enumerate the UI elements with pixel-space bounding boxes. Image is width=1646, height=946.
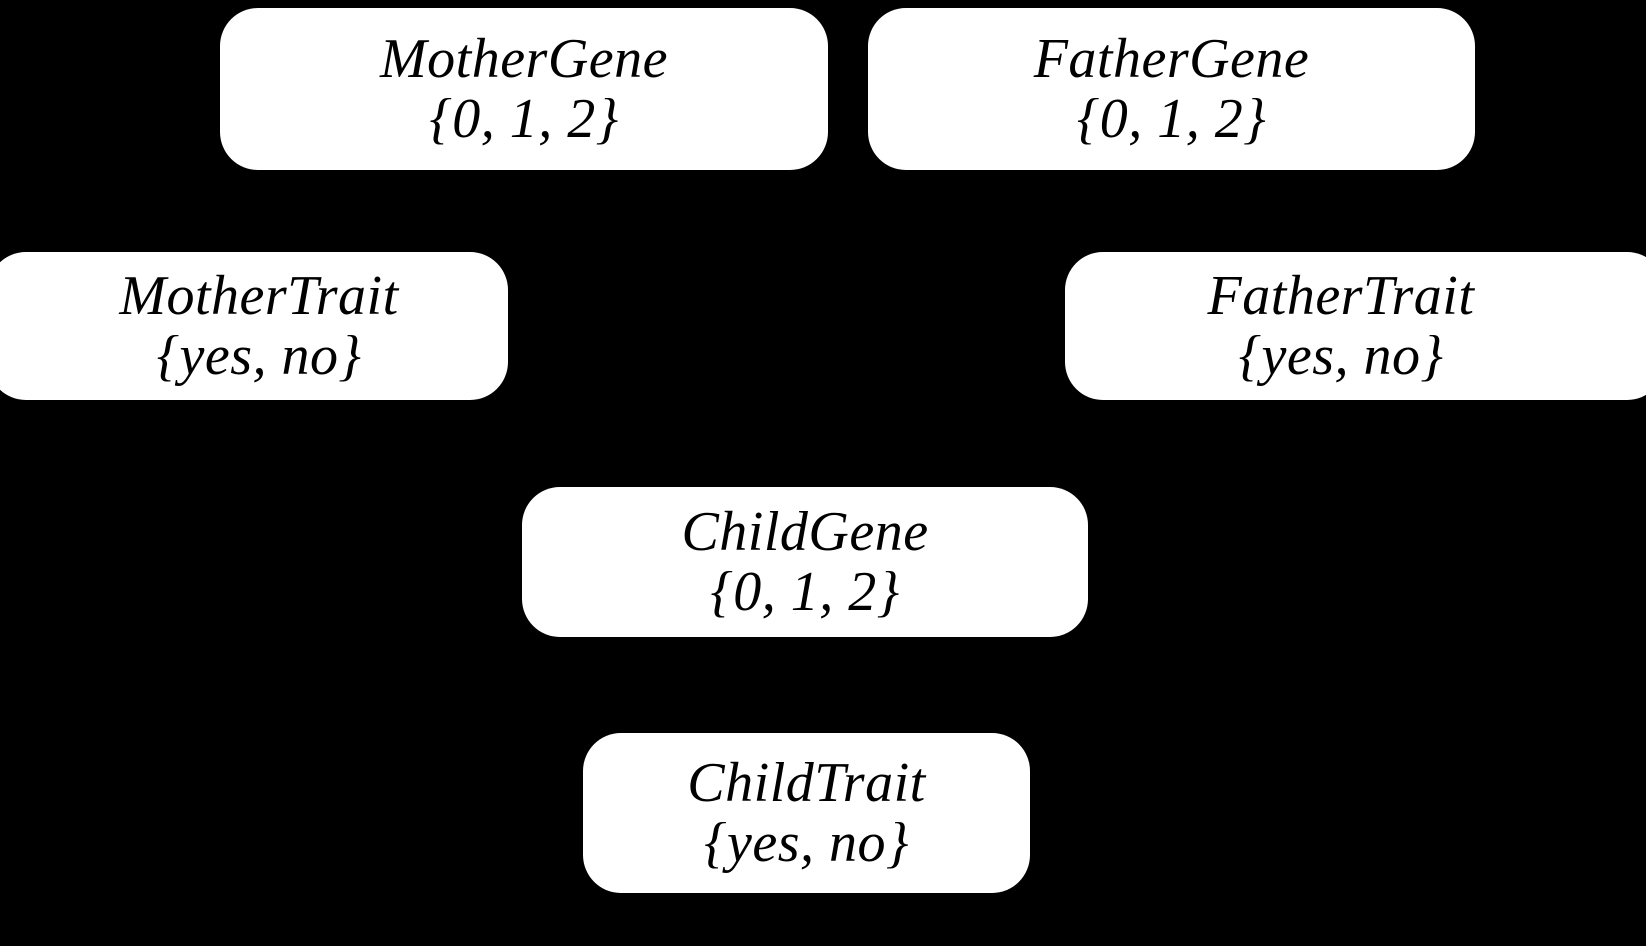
node-child-trait-label: ChildTrait	[687, 751, 926, 814]
node-child-gene[interactable]: ChildGene {0, 1, 2}	[522, 487, 1088, 637]
node-child-trait-domain: {yes, no}	[704, 812, 909, 874]
node-father-gene[interactable]: FatherGene {0, 1, 2}	[868, 8, 1475, 170]
node-father-gene-domain: {0, 1, 2}	[1076, 88, 1267, 150]
node-mother-gene-label: MotherGene	[379, 27, 668, 90]
node-child-trait[interactable]: ChildTrait {yes, no}	[583, 733, 1030, 893]
node-father-trait-domain: {yes, no}	[1238, 325, 1444, 387]
node-father-trait[interactable]: FatherTrait {yes, no}	[1065, 252, 1646, 400]
node-child-gene-domain: {0, 1, 2}	[710, 561, 900, 623]
node-mother-gene[interactable]: MotherGene {0, 1, 2}	[220, 8, 828, 170]
node-mother-trait-domain: {yes, no}	[156, 325, 362, 387]
node-child-gene-label: ChildGene	[681, 500, 929, 563]
node-father-gene-label: FatherGene	[1033, 27, 1310, 90]
node-mother-gene-domain: {0, 1, 2}	[429, 88, 619, 150]
node-mother-trait[interactable]: MotherTrait {yes, no}	[0, 252, 508, 400]
node-father-trait-label: FatherTrait	[1207, 264, 1475, 327]
node-mother-trait-label: MotherTrait	[119, 264, 399, 327]
